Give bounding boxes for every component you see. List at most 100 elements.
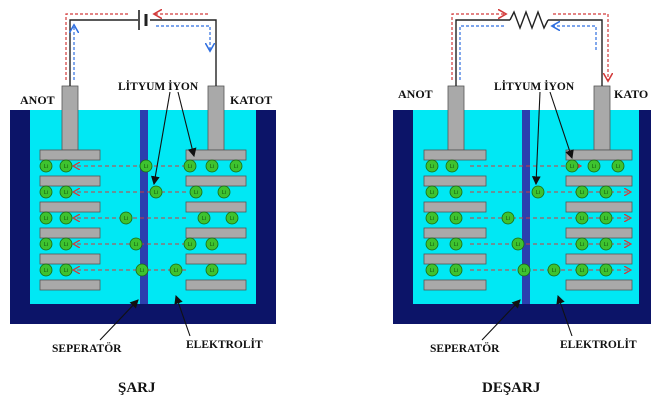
lithium-ion-icon: Li [39,263,53,277]
svg-text:Li: Li [522,268,526,274]
svg-text:Li: Li [44,216,48,222]
lithium-ion-icon: Li [599,185,613,199]
lithium-ion-icon: Li [135,263,149,277]
lithium-ion-icon: Li [425,237,439,251]
lithium-ion-icon: Li [149,185,163,199]
lithium-ion-icon: Li [169,263,183,277]
panel-title: ŞARJ [118,380,156,396]
separator-label: SEPERATÖR [52,341,122,355]
lithium-ion-icon: Li [39,159,53,173]
lithium-ion-icon: Li [217,185,231,199]
discharge-panel: Li Li Li Li Li Li Li Li Li Li Li Li Li L… [393,12,651,396]
svg-text:Li: Li [210,268,214,274]
anode-plates [423,149,487,291]
lithium-ion-icon: Li [531,185,545,199]
svg-text:Li: Li [604,216,608,222]
lithium-ion-icon: Li [575,263,589,277]
svg-text:Li: Li [604,190,608,196]
lithium-ion-icon: Li [425,185,439,199]
battery-icon [138,10,148,30]
cathode-plates [565,149,633,291]
lithium-ion-icon: Li [599,263,613,277]
lithium-ion-icon: Li [565,159,579,173]
anode-terminal [61,85,79,151]
anode-plates [39,149,101,291]
lithium-ion-icon: Li [449,211,463,225]
svg-text:Li: Li [516,242,520,248]
resistor-icon [509,10,549,30]
electrolyte-label: ELEKTROLİT [186,337,263,351]
cathode-plates [185,149,247,291]
svg-text:Li: Li [570,164,574,170]
svg-text:Li: Li [580,242,584,248]
svg-text:Li: Li [450,164,454,170]
svg-text:Li: Li [580,190,584,196]
electrolyte-label: ELEKTROLİT [560,337,637,351]
label-pointers [481,91,574,341]
lithium-ion-icon: Li [59,263,73,277]
svg-text:Li: Li [430,164,434,170]
charge-panel: Li Li Li Li Li Li Li Li Li Li Li Li Li L… [10,10,276,396]
lithium-ion-icon: Li [547,263,561,277]
svg-text:Li: Li [580,268,584,274]
lithium-ion-icon: Li [449,263,463,277]
external-circuit [69,19,217,86]
svg-text:Li: Li [188,242,192,248]
svg-text:Li: Li [188,164,192,170]
svg-text:Li: Li [44,190,48,196]
svg-text:Li: Li [64,242,68,248]
electron-flow-arrows [65,14,210,80]
separator [140,110,148,304]
lithium-ion-icon: Li [599,211,613,225]
lithium-ion-icon: Li [425,263,439,277]
separator [522,110,530,304]
lithium-ion-icon: Li [425,159,439,173]
lithium-ion-icon: Li [611,159,625,173]
svg-text:Li: Li [154,190,158,196]
svg-text:Li: Li [454,190,458,196]
electron-flow-arrows [451,14,608,80]
panel-title: DEŞARJ [482,380,541,396]
lithium-ion-icon: Li [183,159,197,173]
lithium-ion-icon: Li [183,237,197,251]
lithium-ion-icon: Li [39,237,53,251]
svg-text:Li: Li [234,164,238,170]
lithium-ion-icon: Li [129,237,143,251]
lithium-ion-icon: Li [511,237,525,251]
svg-text:Li: Li [64,164,68,170]
svg-text:Li: Li [230,216,234,222]
lithium-ion-icon: Li [59,211,73,225]
lithium-ions: Li Li Li Li Li Li Li Li Li Li Li Li Li L… [39,159,243,277]
ion-caption: LİTYUM İYON [494,79,575,93]
lithium-ion-icon: Li [59,237,73,251]
ion-caption: LİTYUM İYON [118,79,199,93]
lithium-ion-icon: Li [59,159,73,173]
lithium-ion-icon: Li [425,211,439,225]
lithium-ion-icon: Li [587,159,601,173]
svg-text:Li: Li [202,216,206,222]
lithium-ion-icon: Li [229,159,243,173]
svg-text:Li: Li [44,164,48,170]
svg-text:Li: Li [616,164,620,170]
svg-text:Li: Li [124,216,128,222]
lithium-ion-icon: Li [575,237,589,251]
anode-terminal [447,85,465,151]
external-circuit [455,19,603,86]
svg-text:Li: Li [222,190,226,196]
lithium-ion-icon: Li [119,211,133,225]
separator-label: SEPERATÖR [430,341,500,355]
svg-text:Li: Li [430,242,434,248]
lithium-ion-icon: Li [59,185,73,199]
svg-text:Li: Li [64,190,68,196]
svg-text:Li: Li [44,242,48,248]
anode-label: ANOT [398,87,433,101]
lithium-ion-icon: Li [39,211,53,225]
lithium-ion-icon: Li [205,237,219,251]
svg-text:Li: Li [454,268,458,274]
svg-text:Li: Li [140,268,144,274]
svg-text:Li: Li [134,242,138,248]
svg-text:Li: Li [536,190,540,196]
cathode-terminal [207,85,225,151]
lithium-ion-icon: Li [39,185,53,199]
lithium-ion-icon: Li [225,211,239,225]
